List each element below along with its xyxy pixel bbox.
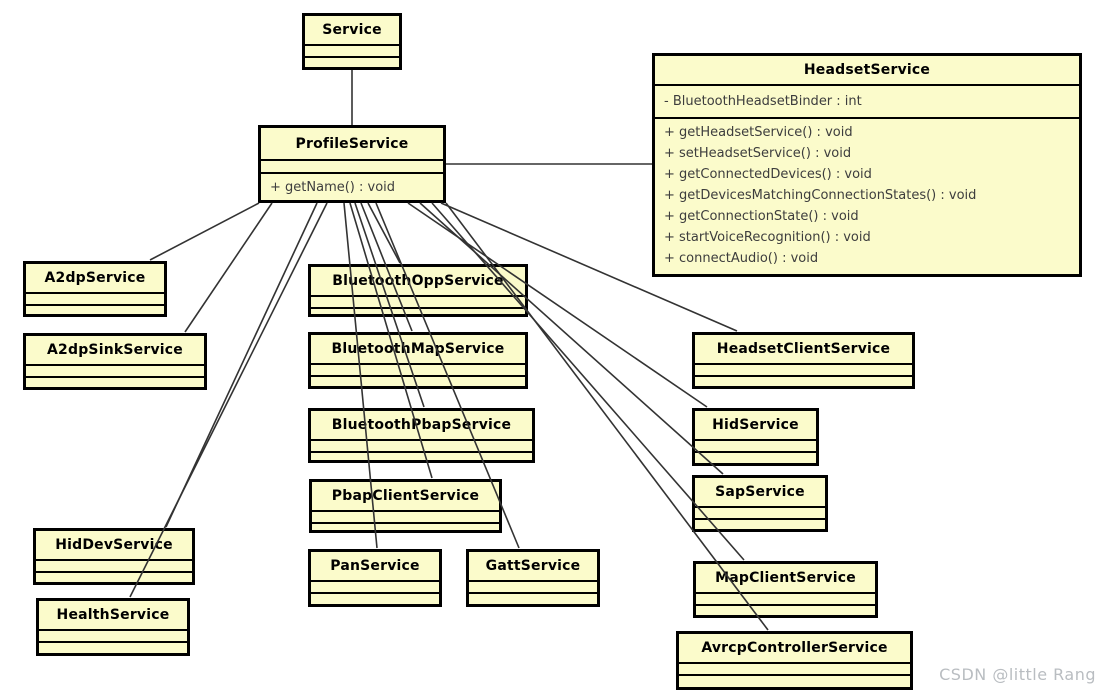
class-methods-section [695, 453, 816, 463]
class-methods-section [26, 378, 204, 387]
class-box-profile-service[interactable]: ProfileService + getName() : void [258, 125, 446, 203]
class-attributes-section [26, 366, 204, 378]
class-attributes-section: - BluetoothHeadsetBinder : int [655, 86, 1079, 119]
class-attributes-section [305, 46, 399, 58]
class-title: MapClientService [696, 564, 875, 594]
class-box-pbap-client-service[interactable]: PbapClientService [309, 479, 502, 533]
class-box-avrcp-controller-service[interactable]: AvrcpControllerService [676, 631, 913, 690]
class-methods-section [469, 594, 597, 604]
class-box-sap-service[interactable]: SapService [692, 475, 828, 532]
class-title: HidService [695, 411, 816, 441]
class-attributes-section [26, 294, 164, 306]
class-methods-section [39, 643, 187, 653]
class-attributes-section [696, 594, 875, 606]
class-attribute: - BluetoothHeadsetBinder : int [664, 94, 862, 109]
class-attributes-section [36, 561, 192, 573]
class-methods-section: + getHeadsetService() : void + setHeadset… [655, 119, 1079, 274]
class-attributes-section [695, 508, 825, 520]
class-title: BluetoothMapService [311, 335, 525, 365]
class-title: GattService [469, 552, 597, 582]
class-title: BluetoothOppService [311, 267, 525, 297]
class-methods-section [695, 377, 912, 386]
class-methods-section [36, 573, 192, 582]
class-methods-section [311, 594, 439, 604]
class-title: ProfileService [261, 128, 443, 161]
class-attributes-section [679, 664, 910, 676]
class-title: A2dpSinkService [26, 336, 204, 366]
class-attributes-section [695, 365, 912, 377]
class-title: HidDevService [36, 531, 192, 561]
class-title: Service [305, 16, 399, 46]
class-title: PbapClientService [312, 482, 499, 512]
class-box-map-client-service[interactable]: MapClientService [693, 561, 878, 618]
class-title: BluetoothPbapService [311, 411, 532, 441]
class-box-hid-dev-service[interactable]: HidDevService [33, 528, 195, 585]
class-methods-section: + getName() : void [261, 174, 443, 200]
class-title: SapService [695, 478, 825, 508]
class-method: + setHeadsetService() : void [664, 146, 852, 161]
class-box-bluetooth-map-service[interactable]: BluetoothMapService [308, 332, 528, 389]
connector-profile-service-to-a2dp-sink-service [184, 202, 273, 333]
class-attributes-section [261, 161, 443, 174]
class-title: HeadsetService [655, 56, 1079, 86]
class-attributes-section [311, 365, 525, 377]
class-methods-section [305, 58, 399, 67]
csdn-watermark: CSDN @little Rang [939, 665, 1096, 684]
class-methods-section [312, 524, 499, 530]
class-box-gatt-service[interactable]: GattService [466, 549, 600, 607]
class-title: A2dpService [26, 264, 164, 294]
class-title: PanService [311, 552, 439, 582]
class-title: HealthService [39, 601, 187, 631]
connector-profile-service-to-bluetooth-opp-service [367, 202, 401, 264]
class-title: AvrcpControllerService [679, 634, 910, 664]
class-method: + getName() : void [270, 180, 396, 195]
class-methods-section [679, 676, 910, 687]
class-method: + startVoiceRecognition() : void [664, 230, 871, 245]
class-methods-section [26, 306, 164, 314]
class-box-a2dp-service[interactable]: A2dpService [23, 261, 167, 317]
connector-profile-service-to-a2dp-service [149, 202, 260, 261]
class-box-headset-client-service[interactable]: HeadsetClientService [692, 332, 915, 389]
class-attributes-section [312, 512, 499, 524]
class-method: + connectAudio() : void [664, 251, 819, 266]
class-box-bluetooth-pbap-service[interactable]: BluetoothPbapService [308, 408, 535, 463]
class-box-health-service[interactable]: HealthService [36, 598, 190, 656]
class-box-service[interactable]: Service [302, 13, 402, 70]
class-method: + getDevicesMatchingConnectionStates() :… [664, 188, 977, 203]
class-methods-section [311, 377, 525, 386]
class-attributes-section [311, 582, 439, 594]
class-method: + getHeadsetService() : void [664, 125, 853, 140]
class-attributes-section [311, 441, 532, 453]
class-box-bluetooth-opp-service[interactable]: BluetoothOppService [308, 264, 528, 317]
class-title: HeadsetClientService [695, 335, 912, 365]
class-box-a2dp-sink-service[interactable]: A2dpSinkService [23, 333, 207, 390]
class-box-pan-service[interactable]: PanService [308, 549, 442, 607]
class-box-headset-service[interactable]: HeadsetService - BluetoothHeadsetBinder :… [652, 53, 1082, 277]
class-attributes-section [469, 582, 597, 594]
class-methods-section [311, 453, 532, 460]
class-methods-section [696, 606, 875, 615]
class-methods-section [695, 520, 825, 529]
class-attributes-section [695, 441, 816, 453]
class-method: + getConnectionState() : void [664, 209, 859, 224]
class-attributes-section [39, 631, 187, 643]
class-attributes-section [311, 297, 525, 309]
class-method: + getConnectedDevices() : void [664, 167, 872, 182]
class-box-hid-service[interactable]: HidService [692, 408, 819, 466]
class-methods-section [311, 309, 525, 314]
